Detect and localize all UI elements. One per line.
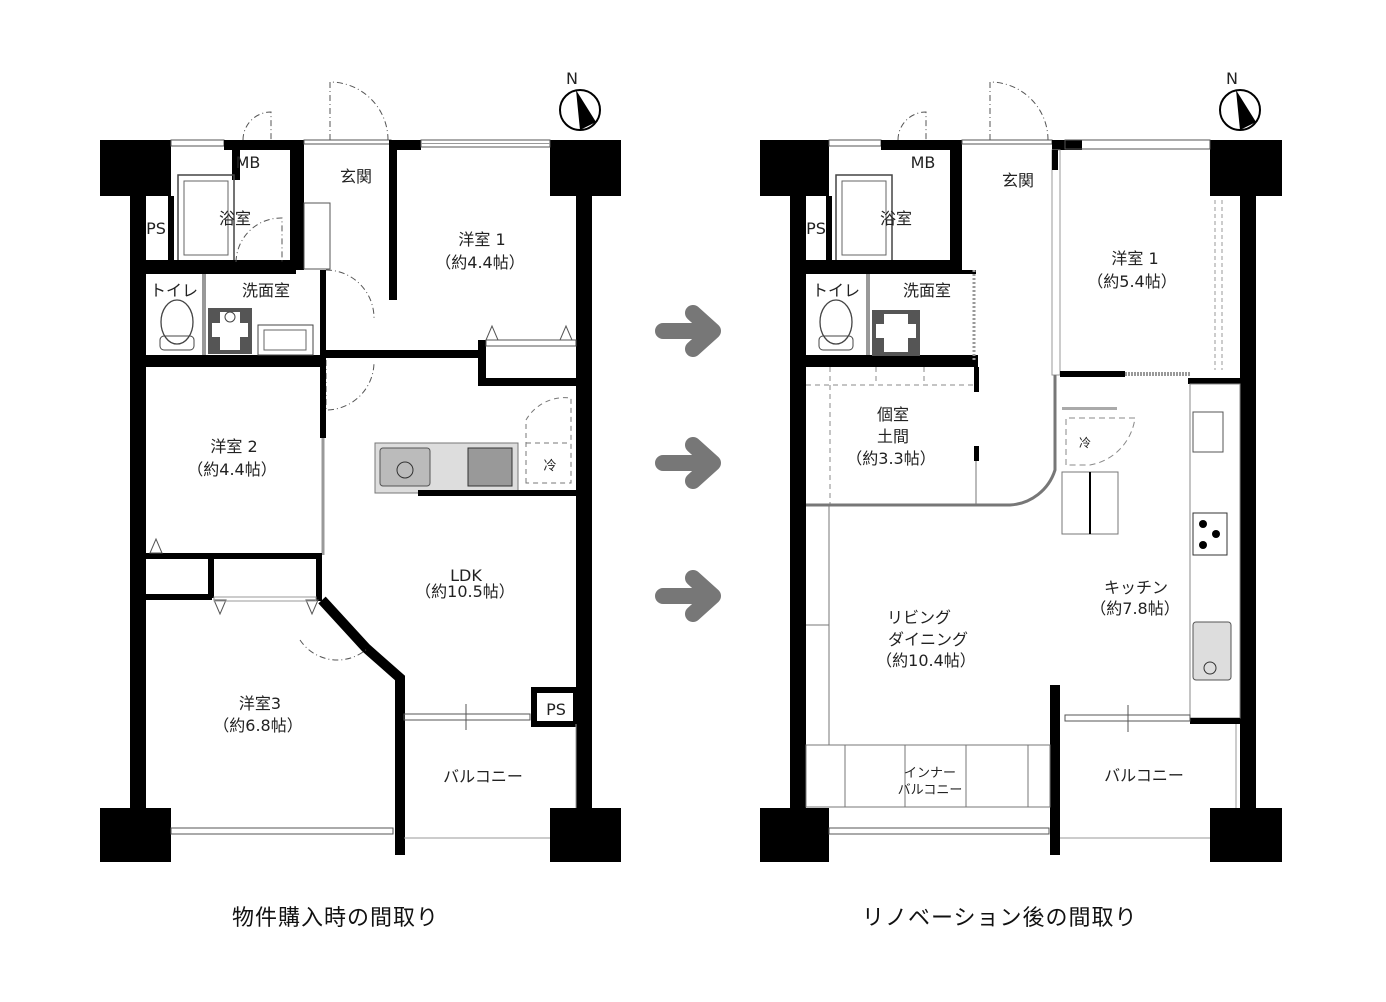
pillar (550, 808, 621, 862)
fridge-label: 冷 (543, 459, 556, 474)
north-compass-icon: N (559, 69, 601, 131)
svg-text:N: N (1226, 69, 1238, 88)
room-label-kitchen: キッチン (1104, 578, 1168, 597)
room-label-doma: 土間 (877, 427, 909, 446)
room-label-ps: PS (146, 219, 166, 238)
room-label-bath: 浴室 (880, 209, 912, 228)
stove-icon (1192, 512, 1228, 556)
room-size-private: （約3.3帖） (846, 449, 935, 468)
room-size-living: （約10.4帖） (876, 651, 976, 670)
room-label-western2: 洋室 2 (210, 437, 257, 456)
arrow-right-icon (655, 305, 721, 357)
room-label-inner-balcony-2: バルコニー (898, 783, 963, 798)
room-size-ldk: （約10.5帖） (415, 582, 515, 601)
room-label-western1: 洋室 1 (1111, 249, 1158, 268)
room-label-washroom: 洗面室 (903, 281, 951, 300)
pillar (100, 140, 171, 196)
room-size-kitchen: （約7.8帖） (1090, 599, 1179, 618)
arrow-right-icon (655, 570, 721, 622)
caption-before: 物件購入時の間取り (232, 906, 440, 931)
toilet-icon (160, 299, 194, 345)
arrow-right-icon (655, 437, 721, 489)
room-label-entrance: 玄関 (340, 167, 372, 186)
room-label-balcony: バルコニー (443, 767, 523, 786)
stove-icon (467, 447, 513, 487)
pillar (550, 140, 621, 196)
room-label-toilet: トイレ (150, 281, 198, 300)
room-label-bath: 浴室 (219, 209, 251, 228)
caption-after: リノベーション後の間取り (862, 906, 1138, 931)
sink-icon (1192, 411, 1224, 453)
room-label-ps-bottom: PS (546, 700, 566, 719)
north-compass-icon: N (1219, 69, 1261, 131)
floor-plan-after: 冷 N MB 玄関 浴室 PS トイレ 洗面室 洋室 1 （約5.4帖） 個室 … (760, 69, 1282, 862)
room-size-western2: （約4.4帖） (187, 460, 276, 479)
svg-text:N: N (566, 69, 578, 88)
room-label-western3: 洋室3 (239, 694, 281, 713)
room-label-washroom: 洗面室 (242, 281, 290, 300)
room-size-western3: （約6.8帖） (213, 716, 302, 735)
room-label-entrance: 玄関 (1002, 171, 1034, 190)
room-label-inner-balcony: インナー (904, 766, 956, 781)
kitchen-sink-icon (1192, 621, 1232, 681)
room-label-balcony: バルコニー (1104, 766, 1184, 785)
room-label-dining: ダイニング (888, 630, 968, 649)
sink-icon (257, 324, 314, 356)
room-label-ldk: LDK (450, 566, 482, 585)
room-label-western1: 洋室 1 (458, 230, 505, 249)
room-size-western1: （約5.4帖） (1087, 272, 1176, 291)
svg-text:冷: 冷 (1079, 436, 1091, 450)
room-label-mb: MB (911, 153, 936, 172)
pillar (100, 808, 171, 862)
room-label-mb: MB (236, 153, 261, 172)
floor-plan-before: 冷 N MB 玄関 浴室 PS トイレ 洗面室 洋室 1 （約4.4帖） 洋室 … (100, 69, 621, 862)
room-label-private: 個室 (877, 405, 909, 424)
room-label-ps: PS (806, 219, 826, 238)
room-label-living: リビング (887, 608, 951, 627)
room-size-western1: （約4.4帖） (435, 253, 524, 272)
room-label-toilet: トイレ (812, 281, 860, 300)
kitchen-sink-icon (379, 447, 431, 487)
